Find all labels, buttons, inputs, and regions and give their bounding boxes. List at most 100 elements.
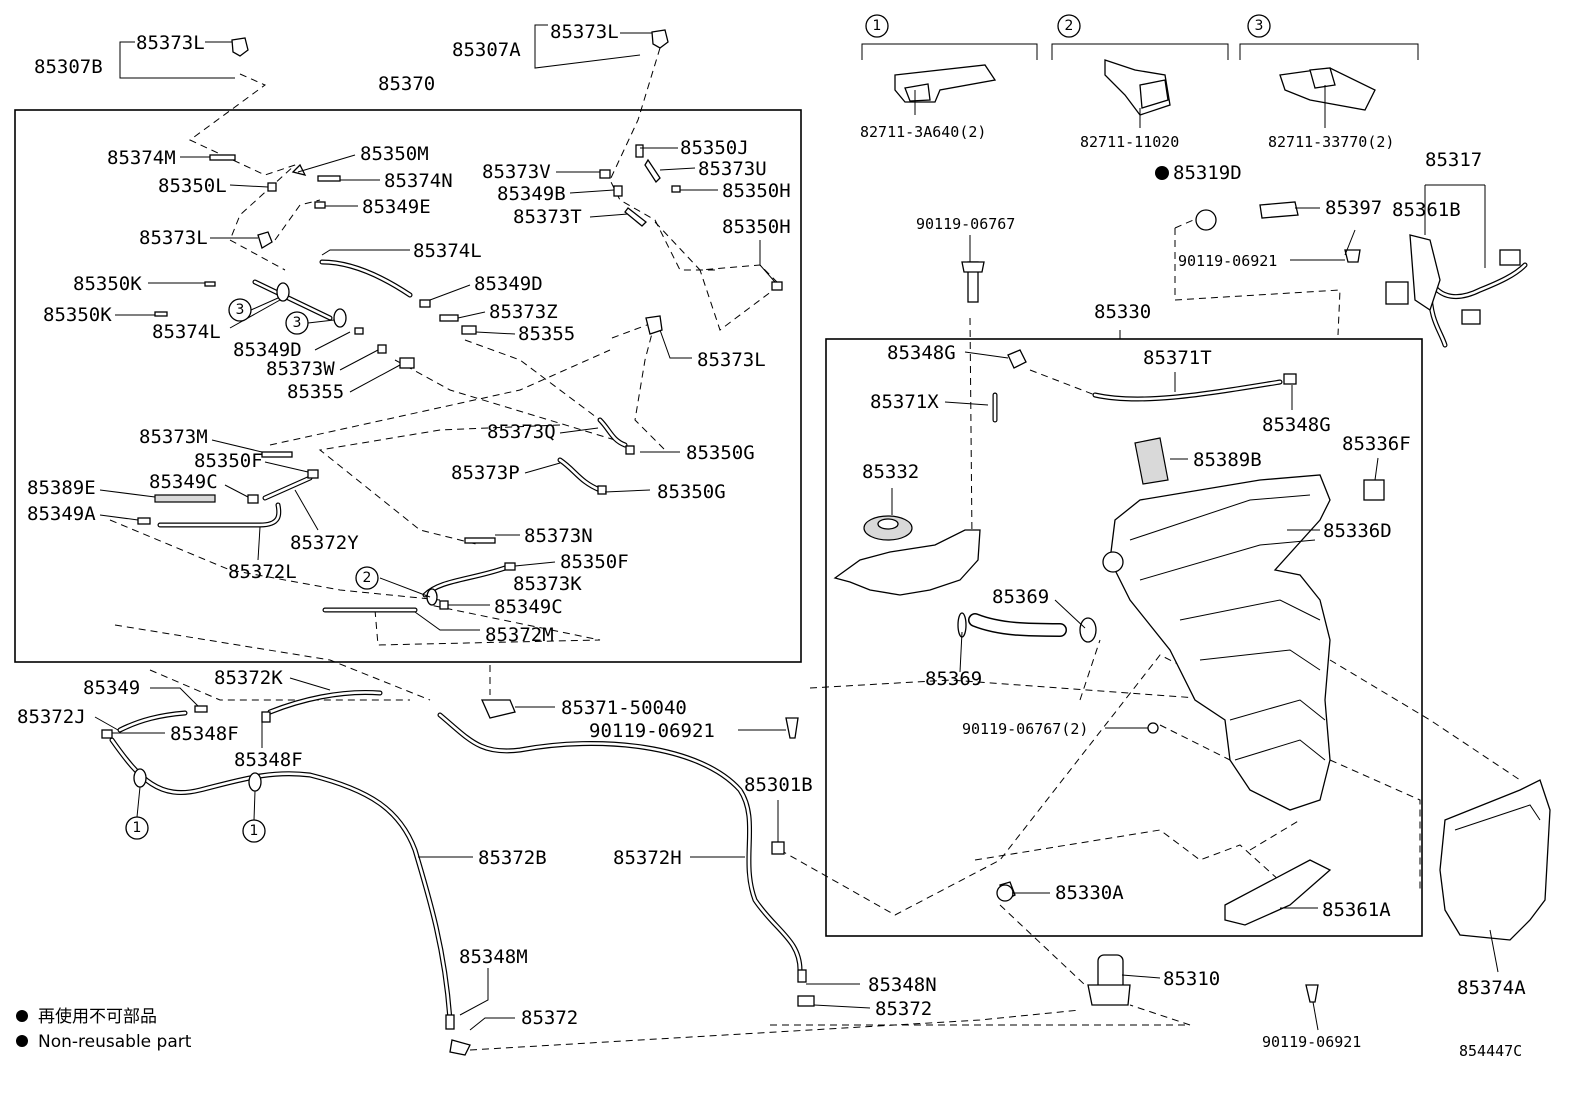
small-parts: [101, 29, 1385, 1056]
hose-85374L-short: [252, 279, 333, 321]
washer-tank-85330-drawing: [1102, 474, 1331, 811]
label-85373P: 85373P: [451, 462, 520, 484]
label-85372K: 85372K: [214, 667, 283, 689]
washer-tank-box: [825, 338, 1423, 937]
label-85307A: 85307A: [452, 39, 521, 61]
hose-85374L: [319, 259, 413, 298]
label-85374L: 85374L: [152, 321, 221, 343]
label-85330A: 85330A: [1055, 882, 1124, 904]
ref-circle-1-label: 1: [873, 18, 882, 34]
label-85307B: 85307B: [34, 56, 103, 78]
label-85374N: 85374N: [384, 170, 453, 192]
label-85349D: 85349D: [233, 339, 302, 361]
label-85350K: 85350K: [43, 304, 112, 326]
pump-85310-drawing: [1087, 954, 1131, 1006]
label-85350H: 85350H: [722, 216, 791, 238]
non-reusable-dot: [1155, 166, 1169, 180]
ref-circle-3-b: 3: [293, 315, 302, 331]
label-85373N: 85373N: [524, 525, 593, 547]
hose-85372J: [117, 710, 188, 733]
hose-85372Y: [262, 475, 313, 501]
label-85336D: 85336D: [1323, 520, 1392, 542]
label-85370: 85370: [378, 73, 435, 95]
label-85355: 85355: [518, 323, 575, 345]
ref-circle-3-label: 3: [1255, 18, 1264, 34]
label-85348F: 85348F: [234, 749, 303, 771]
ref-circle-2-label: 2: [1065, 18, 1074, 34]
label-90119-06921: 90119-06921: [1262, 1033, 1361, 1051]
label-85373V: 85373V: [482, 161, 551, 183]
diagram-reference-code: 854447C: [1459, 1042, 1522, 1060]
label-85348M: 85348M: [459, 946, 528, 968]
label-85372L: 85372L: [228, 561, 297, 583]
label-85369: 85369: [925, 668, 982, 690]
label-85319D: 85319D: [1173, 162, 1242, 184]
hose-85389E: [154, 494, 216, 503]
label-85389B: 85389B: [1193, 449, 1262, 471]
label-85349A: 85349A: [27, 503, 96, 525]
label-85349D: 85349D: [474, 273, 543, 295]
hose-85373P: [557, 457, 603, 493]
label-85317: 85317: [1425, 149, 1482, 171]
legend-dot-en: [16, 1035, 28, 1047]
label-85350M: 85350M: [360, 143, 429, 165]
label-85373Z: 85373Z: [489, 301, 558, 323]
bracket-85361A-drawing: [1224, 859, 1332, 926]
label-85372B: 85372B: [478, 847, 547, 869]
label-85371T: 85371T: [1143, 347, 1212, 369]
label-90119-06767-2: 90119-06767(2): [962, 720, 1088, 738]
hose-85372L: [157, 502, 282, 528]
label-85361A: 85361A: [1322, 899, 1391, 921]
label-85371X: 85371X: [870, 391, 939, 413]
clip-82711-3A640-drawing: [894, 64, 997, 103]
label-85374A: 85374A: [1457, 977, 1526, 999]
legend-dot-jp: [16, 1010, 28, 1022]
label-85350L: 85350L: [158, 175, 227, 197]
legend-en-text: Non-reusable part: [38, 1032, 192, 1052]
label-85374M: 85374M: [107, 147, 176, 169]
hose-85373K: [422, 565, 508, 598]
ref-circle-1-a: 1: [133, 820, 142, 836]
label-85372Y: 85372Y: [290, 532, 359, 554]
label-85350F: 85350F: [560, 551, 629, 573]
part-labels: 85307B 85373L 85307A 85373L 85370 85374M…: [17, 21, 1526, 1060]
label-85373U: 85373U: [698, 158, 767, 180]
label-85372J: 85372J: [17, 706, 86, 728]
label-85372M: 85372M: [485, 624, 554, 646]
label-82711-33770: 82711-33770(2): [1268, 133, 1394, 151]
label-85350J: 85350J: [680, 137, 749, 159]
label-85372H: 85372H: [613, 847, 682, 869]
filler-85332-drawing: [833, 515, 981, 596]
label-85330: 85330: [1094, 301, 1151, 323]
ref-circle-1: [865, 14, 889, 38]
hose-85373Q: [597, 417, 628, 448]
label-85349: 85349: [83, 677, 140, 699]
clip-82711-33770-drawing: [1279, 67, 1376, 111]
label-85349C: 85349C: [494, 596, 563, 618]
hose-85372K: [267, 689, 383, 715]
label-85373Q: 85373Q: [487, 421, 556, 443]
label-85310: 85310: [1163, 968, 1220, 990]
ref-circle-2: [1057, 14, 1081, 38]
label-90119-06921: 90119-06921: [589, 720, 715, 742]
label-90119-06921: 90119-06921: [1178, 252, 1277, 270]
label-85349B: 85349B: [497, 183, 566, 205]
label-85350G: 85350G: [686, 442, 755, 464]
label-85348G: 85348G: [887, 342, 956, 364]
clip-82711-11020-drawing: [1104, 59, 1171, 116]
label-85373K: 85373K: [513, 573, 582, 595]
label-85372: 85372: [875, 998, 932, 1020]
label-85350F: 85350F: [194, 450, 263, 472]
ref-circle-1-b: 1: [250, 823, 259, 839]
ref-circle-3: [1247, 14, 1271, 38]
label-85348G: 85348G: [1262, 414, 1331, 436]
label-85301B: 85301B: [744, 774, 813, 796]
in-diagram-circle-refs: 3 3 2 1 1: [125, 297, 379, 843]
legend-jp-text: 再使用不可部品: [38, 1006, 157, 1027]
hose-85369-drawing: [957, 612, 1097, 643]
hose-assembly-box: [14, 109, 802, 663]
label-85350H: 85350H: [722, 180, 791, 202]
label-85350G: 85350G: [657, 481, 726, 503]
strip-85389B-drawing: [1134, 437, 1169, 485]
